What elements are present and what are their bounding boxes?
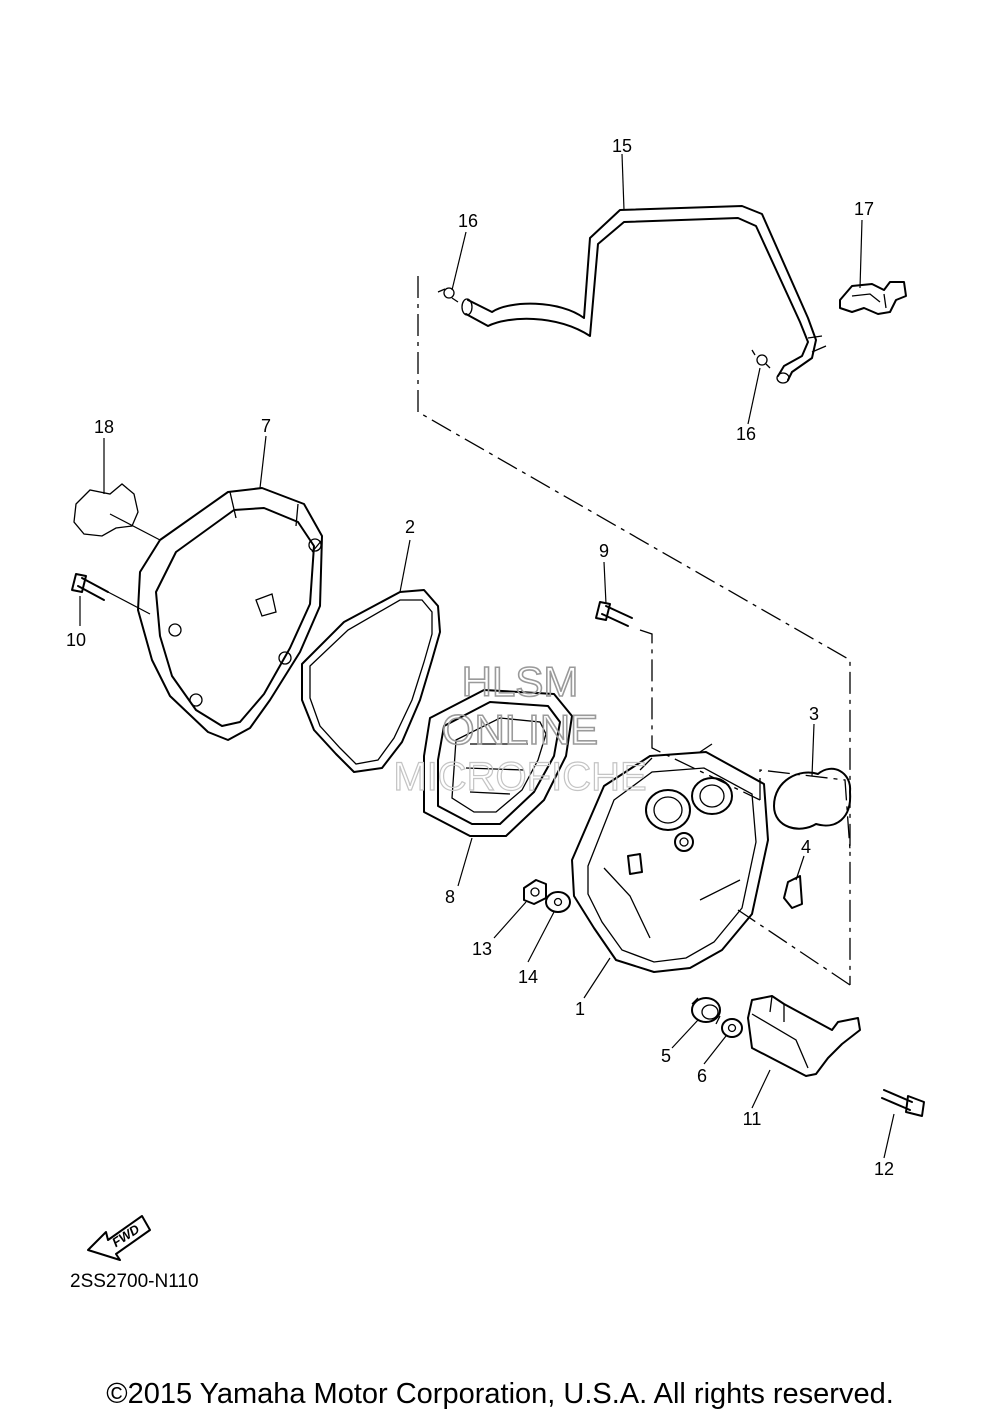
diagram-code: 2SS2700-N110	[70, 1271, 199, 1292]
caution-label	[73, 483, 139, 537]
watermark-line-1: HLSM	[462, 658, 579, 705]
assembly-lines	[417, 276, 851, 986]
copyright-notice: ©2015 Yamaha Motor Corporation, U.S.A. A…	[106, 1378, 894, 1410]
filter-element	[423, 689, 573, 837]
bolt-12	[881, 1089, 925, 1117]
case-cover	[137, 487, 323, 741]
callout-13: 13	[472, 939, 492, 959]
callout-4: 4	[801, 837, 811, 857]
watermark-line-3: MICROFICHE	[393, 755, 646, 799]
fwd-label: FWD	[109, 1221, 143, 1250]
callout-12: 12	[874, 1159, 894, 1179]
hose-holder-clamp	[839, 281, 907, 315]
callout-10: 10	[66, 630, 86, 650]
callout-8: 8	[445, 887, 455, 907]
watermark: HLSM ONLINE MICROFICHE	[393, 657, 648, 799]
watermark-line-2: ONLINE	[442, 706, 598, 753]
breather-hose	[461, 205, 827, 384]
collar	[721, 1018, 743, 1038]
callout-17: 17	[854, 199, 874, 219]
callout-14: 14	[518, 967, 538, 987]
cover-gasket	[301, 589, 441, 773]
bracket	[747, 995, 861, 1077]
fwd-arrow-icon: FWD	[87, 1215, 151, 1261]
callout-11: 11	[743, 1109, 762, 1129]
nut-13	[523, 879, 547, 905]
screw-9	[595, 601, 633, 627]
callout-5: 5	[661, 1046, 671, 1066]
callout-7: 7	[261, 416, 271, 436]
callout-16-upper: 16	[458, 211, 478, 231]
callout-2: 2	[405, 517, 415, 537]
air-filter-case	[571, 743, 769, 973]
grommet	[691, 997, 721, 1025]
callout-15: 15	[612, 136, 632, 156]
callout-18: 18	[94, 417, 114, 437]
washer-14	[545, 891, 571, 913]
callout-9: 9	[599, 541, 609, 561]
callout-1: 1	[575, 999, 585, 1019]
retaining-clip	[783, 875, 803, 909]
callout-labels: 15 16 17 16 18 7 2 9 10 3 4 8 13 14 1 5 …	[66, 136, 894, 1179]
leader-lines	[79, 153, 895, 1159]
screw-10	[71, 573, 109, 601]
callout-3: 3	[809, 704, 819, 724]
callout-6: 6	[697, 1066, 707, 1086]
callout-16-lower: 16	[736, 424, 756, 444]
hose-clip-lower	[751, 349, 771, 369]
o-ring	[773, 767, 852, 830]
hose-clip-upper	[437, 287, 459, 303]
